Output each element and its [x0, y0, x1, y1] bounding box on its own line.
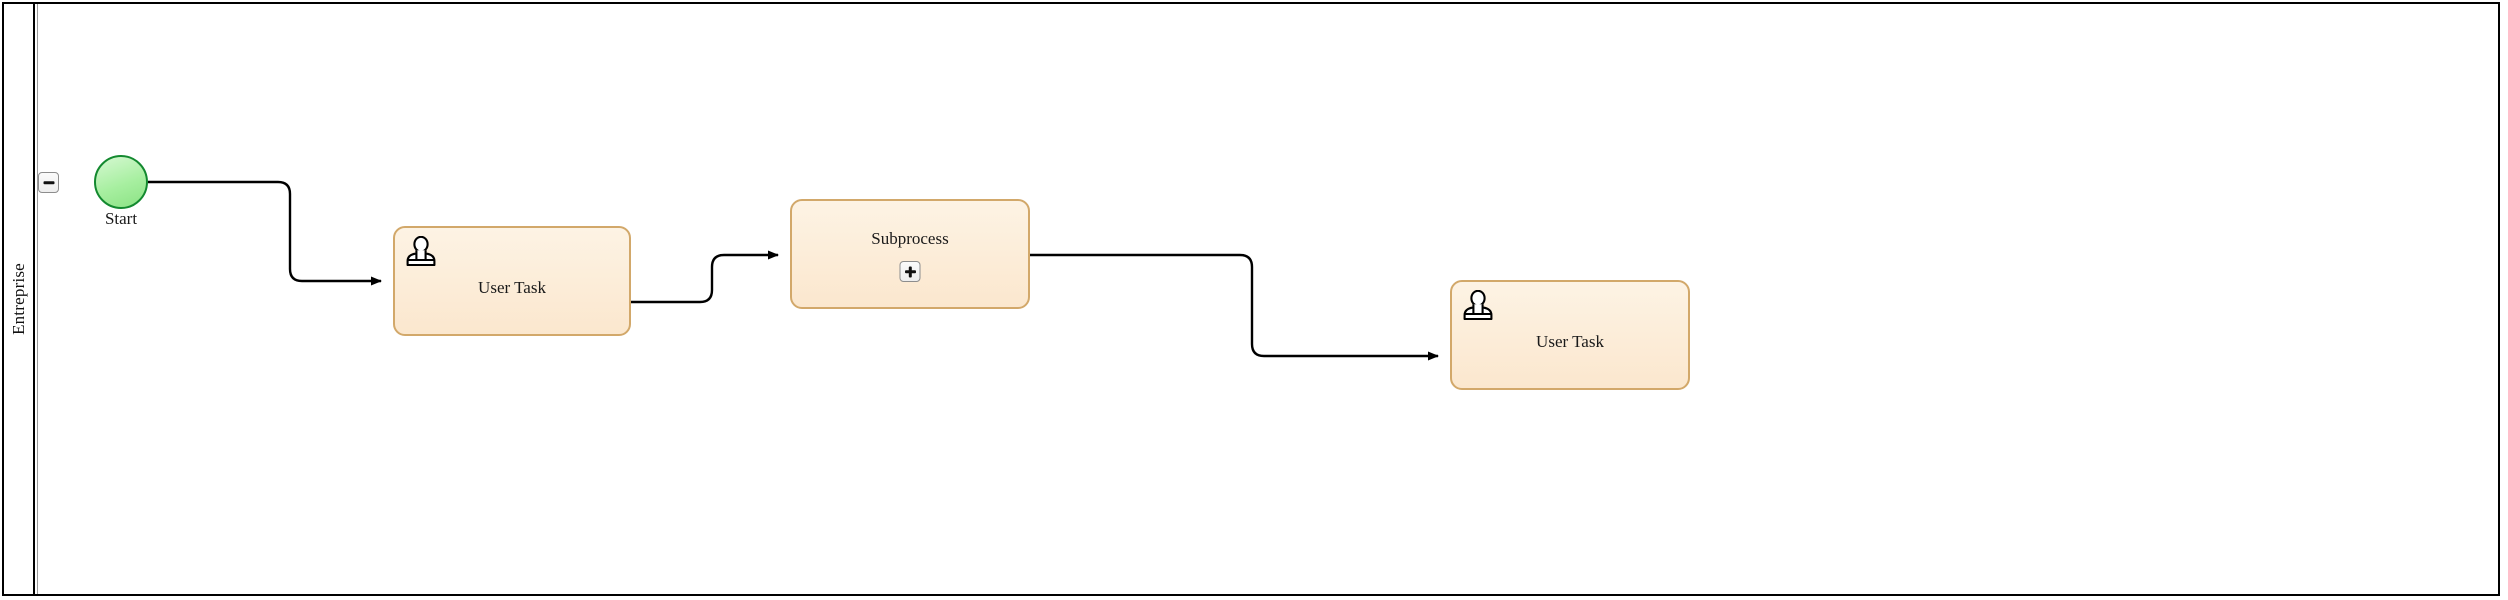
user-icon [405, 235, 437, 267]
user-task-1[interactable]: User Task [393, 226, 631, 336]
user-task-2-label: User Task [1536, 332, 1604, 351]
subprocess[interactable]: Subprocess [790, 199, 1030, 309]
subprocess-label: Subprocess [871, 229, 949, 248]
user-icon [1462, 289, 1494, 321]
start-event[interactable] [94, 155, 148, 209]
user-task-1-label: User Task [478, 278, 546, 297]
start-event-label: Start [104, 209, 138, 228]
plus-icon[interactable] [899, 261, 921, 282]
lane-label: Entreprise [8, 263, 28, 335]
lane-header: Entreprise [4, 4, 35, 594]
minus-icon[interactable] [38, 172, 59, 193]
user-task-2[interactable]: User Task [1450, 280, 1690, 390]
